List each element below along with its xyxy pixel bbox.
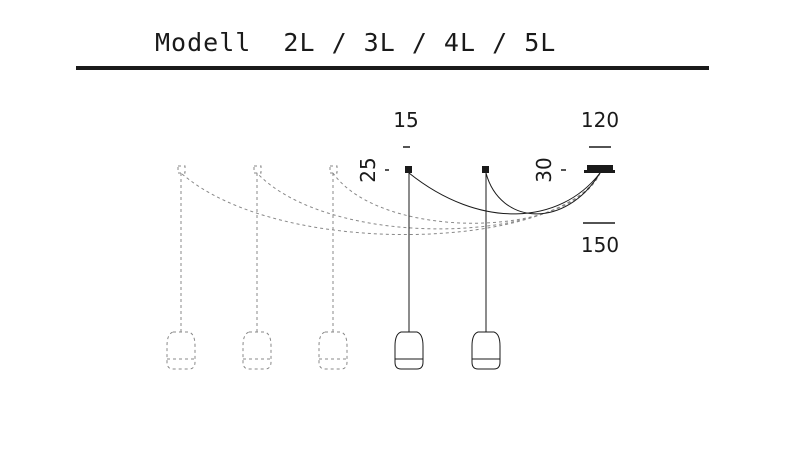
- ghost-canopy: [253, 165, 262, 174]
- ghost-shade: [242, 331, 272, 370]
- canopy: [482, 166, 489, 173]
- cable-arc: [485, 172, 601, 215]
- ghost-cable-arc: [332, 172, 601, 224]
- rosette-base: [584, 170, 615, 173]
- ghost-canopy: [329, 165, 338, 174]
- ghost-cable-arc: [180, 172, 601, 236]
- dim-rosette-width: 120: [581, 108, 619, 132]
- ghost-cable-arc: [256, 172, 601, 230]
- pendant-shade: [394, 331, 424, 370]
- canopy: [405, 166, 412, 173]
- model-title: Modell 2L / 3L / 4L / 5L: [155, 28, 556, 57]
- ghost-shade: [318, 331, 348, 370]
- dim-canopy-width: 15: [393, 108, 418, 132]
- ghost-pendants: [166, 165, 601, 370]
- dim-canopy-height: 25: [356, 157, 380, 182]
- model-variants: 2L / 3L / 4L / 5L: [283, 28, 557, 57]
- header-rule: [76, 66, 709, 70]
- dim-rosette-diameter: 150: [581, 233, 619, 257]
- model-label: Modell: [155, 28, 252, 57]
- dim-rosette-height: 30: [532, 157, 556, 182]
- cable-arc: [408, 172, 601, 215]
- ghost-shade: [166, 331, 196, 370]
- rosette-top: [587, 165, 613, 170]
- solid-pendants: [394, 172, 601, 370]
- ghost-canopy: [177, 165, 186, 174]
- pendant-shade: [471, 331, 501, 370]
